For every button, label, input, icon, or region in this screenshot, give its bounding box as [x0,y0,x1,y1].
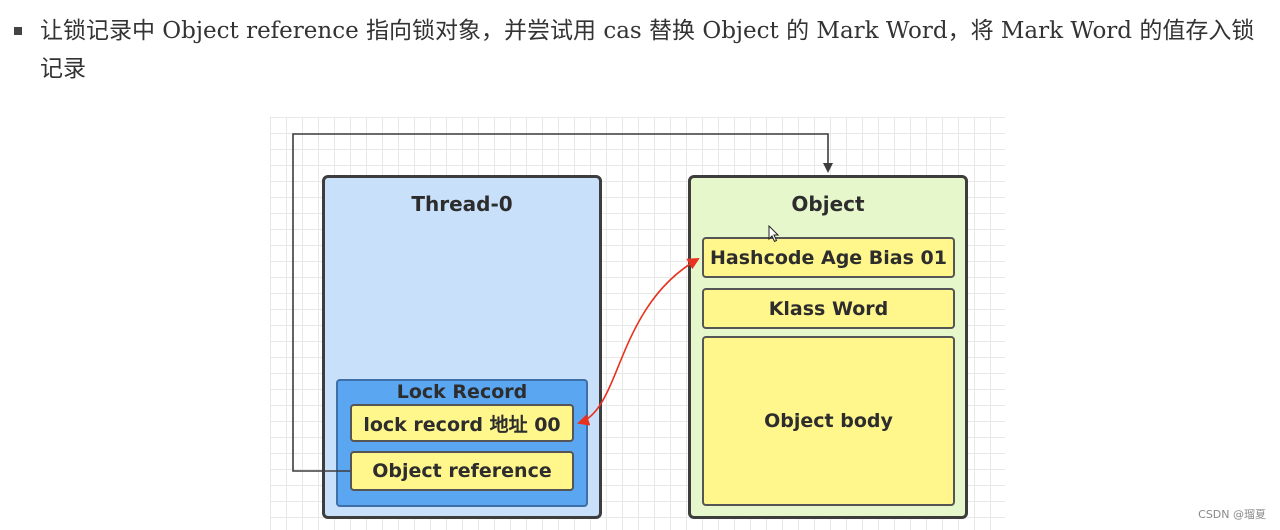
lock-record-diagram: Thread-0 Lock Record lock record 地址 00 O… [270,117,1005,530]
object-body-cell: Object body [702,336,955,506]
cas-swap-arrow [577,257,700,426]
bullet-square-icon [14,27,22,35]
mark-word-cell: Hashcode Age Bias 01 [702,237,955,278]
watermark: CSDN @瑠夏 [1198,508,1266,521]
thread-title: Thread-0 [411,192,513,216]
klass-word-cell: Klass Word [702,288,955,329]
lock-record-title: Lock Record [396,381,528,403]
object-reference-cell: Object reference [350,451,574,491]
mouse-pointer-icon [768,225,780,243]
object-title: Object [791,192,865,216]
object-reference-arrow [292,133,833,472]
bullet-text: 让锁记录中 Object reference 指向锁对象，并尝试用 cas 替换… [40,18,1255,82]
lock-record-address-cell: lock record 地址 00 [350,404,574,442]
connector-layer [292,133,833,472]
bullet-paragraph: 让锁记录中 Object reference 指向锁对象，并尝试用 cas 替换… [14,12,1264,88]
